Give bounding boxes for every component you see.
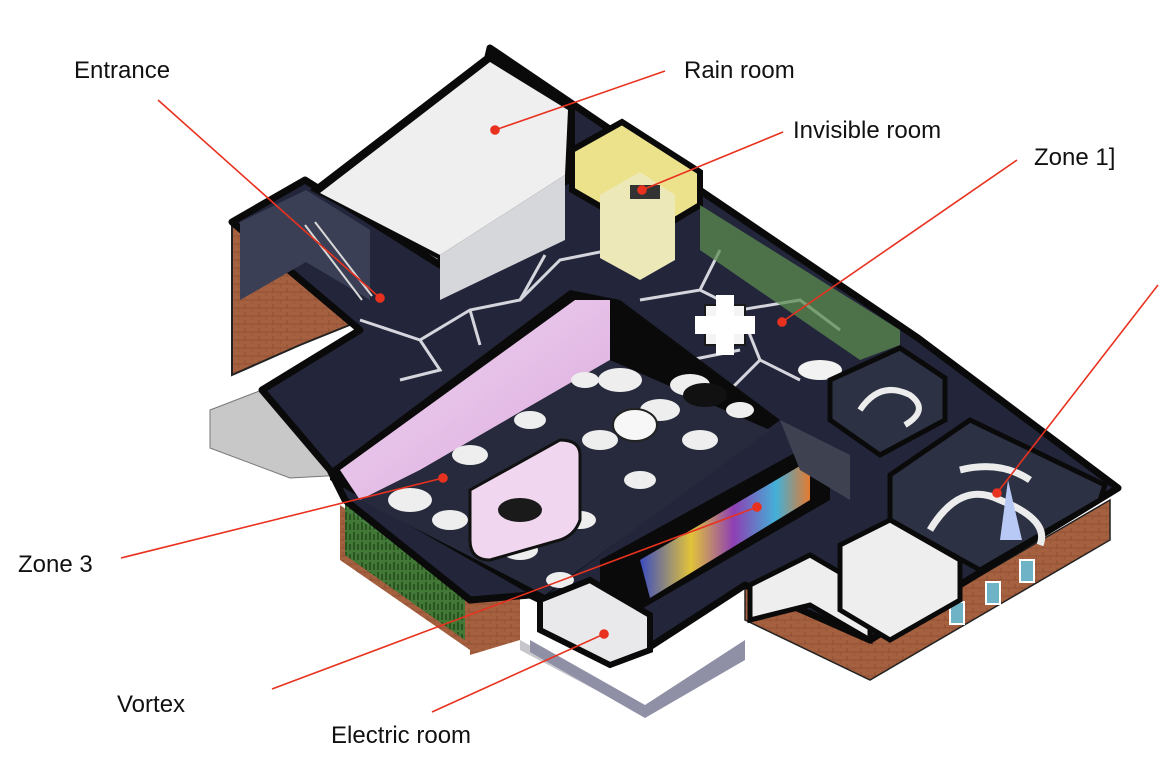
leader-electric-room-dot (599, 629, 609, 639)
stair-rail (304, 221, 373, 301)
leader-lines (120, 70, 1159, 713)
window-1 (1019, 559, 1035, 583)
leader-zone3 (120, 477, 444, 559)
leader-zone1-dot (777, 317, 787, 327)
leader-zone3-dot (438, 473, 448, 483)
label-zone3: Zone 3 (18, 551, 93, 578)
vortex-tunnel (780, 420, 850, 500)
small-room-a-swirl (857, 387, 922, 428)
leader-invisible-room-dot (637, 185, 647, 195)
stairwell (240, 190, 370, 300)
zone3-black-blob (683, 383, 727, 407)
label-zone1: Zone 1] (1034, 144, 1116, 171)
leader-zone2-dot (992, 488, 1002, 498)
gray-annex-front (530, 640, 745, 718)
small-room-a (827, 345, 948, 458)
label-electric-room: Electric room (331, 722, 472, 749)
leader-vortex-dot (752, 502, 762, 512)
leader-entrance-dot (375, 293, 385, 303)
label-invisible-room: Invisible room (793, 117, 942, 144)
label-rain-room: Rain room (684, 57, 795, 84)
zone1-glazing (700, 205, 900, 360)
zone3-hexagon-object (612, 408, 658, 442)
leader-rain-room-dot (490, 125, 500, 135)
zone3-pink-wall (340, 300, 610, 500)
leader-rain-room (494, 70, 666, 131)
light-room-right (837, 517, 963, 643)
label-entrance: Entrance (74, 57, 171, 84)
zone3-white-dots (388, 368, 754, 588)
rain-room-floor (320, 62, 568, 255)
leader-invisible-room (641, 131, 784, 191)
brick-wall-front-bottom (470, 590, 520, 655)
zone1-disc (798, 360, 842, 380)
zone3-island (468, 438, 582, 562)
leader-vortex (271, 506, 758, 690)
leader-electric-room (431, 633, 605, 713)
zone2-light-beam (1000, 480, 1022, 540)
electric-room (537, 576, 653, 669)
label-vortex: Vortex (117, 691, 186, 718)
window-2 (985, 581, 1001, 605)
vortex-wall (640, 460, 810, 598)
zone2-swirl (926, 463, 1045, 547)
leader-entrance (157, 99, 381, 299)
leader-zone2 (996, 284, 1159, 494)
rain-room-back-wall (440, 175, 565, 300)
zone1-cross-feature (695, 295, 755, 355)
green-glazing (345, 500, 465, 640)
leader-zone1 (781, 159, 1018, 323)
